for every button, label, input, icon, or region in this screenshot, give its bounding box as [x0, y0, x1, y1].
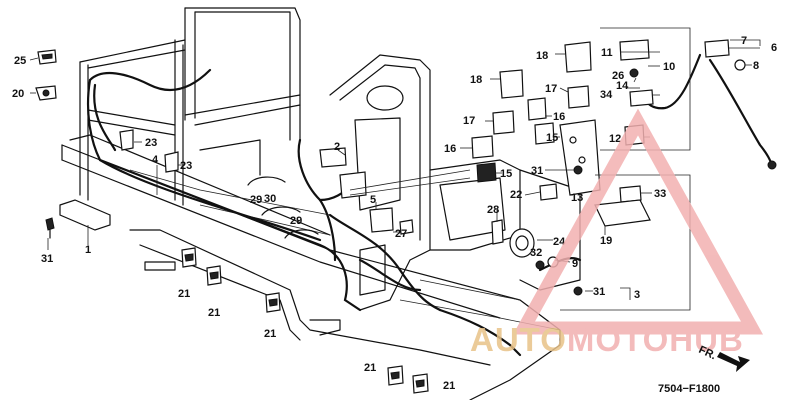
callout-label: 20 [12, 88, 24, 100]
callout-label: 2 [334, 141, 340, 153]
watermark-text: AUTOMOTOHUB [470, 321, 744, 358]
callout-label: 7 [741, 35, 747, 47]
callout-label: 17 [463, 115, 475, 127]
watermark-triangle [512, 108, 764, 335]
callout-labels: 25 20 23 23 4 1 31 21 21 21 29 30 29 2 5… [12, 35, 777, 392]
callout-label: 16 [444, 143, 456, 155]
callout-label: 4 [152, 154, 159, 166]
callout-label: 33 [654, 188, 666, 200]
callout-label: 29 [290, 215, 302, 227]
callout-label: 12 [609, 133, 621, 145]
callout-label: 18 [470, 74, 482, 86]
callout-label: 31 [41, 253, 53, 265]
callout-label: 30 [264, 193, 276, 205]
callout-label: 19 [600, 235, 612, 247]
callout-label: 21 [364, 362, 376, 374]
callout-label: 21 [443, 380, 455, 392]
callout-label: 21 [178, 288, 190, 300]
callout-label: 34 [600, 89, 613, 101]
callout-label: 28 [487, 204, 499, 216]
callout-label: 22 [510, 189, 522, 201]
callout-label: 18 [536, 50, 548, 62]
callout-label: 31 [593, 286, 605, 298]
callout-label: 25 [14, 55, 26, 67]
callout-label: 32 [530, 247, 542, 259]
callout-label: 23 [180, 160, 192, 172]
direction-arrow-icon [717, 352, 750, 372]
callout-label: 27 [395, 228, 407, 240]
callout-label: 5 [370, 194, 376, 206]
callout-label: 14 [616, 80, 629, 92]
diagram-code: 7504−F1800 [658, 383, 720, 395]
callout-label: 15 [500, 168, 512, 180]
callout-label: 8 [753, 60, 759, 72]
callout-label: 1 [85, 244, 91, 256]
watermark: AUTOMOTOHUB [470, 108, 764, 358]
callout-label: 15 [546, 132, 558, 144]
callout-label: 11 [601, 47, 613, 59]
callout-label: 13 [571, 192, 583, 204]
callout-label: 31 [531, 165, 543, 177]
callout-label: 16 [553, 111, 565, 123]
callout-label: 9 [572, 258, 578, 270]
callout-label: 29 [250, 194, 262, 206]
callout-label: 21 [264, 328, 276, 340]
callout-label: 23 [145, 137, 157, 149]
callout-label: 21 [208, 307, 220, 319]
callout-label: 10 [663, 61, 675, 73]
callout-label: 3 [634, 289, 640, 301]
callout-label: 6 [771, 42, 777, 54]
callout-label: 26 [612, 70, 624, 82]
callout-label: 17 [545, 83, 557, 95]
parts-group [35, 27, 777, 394]
